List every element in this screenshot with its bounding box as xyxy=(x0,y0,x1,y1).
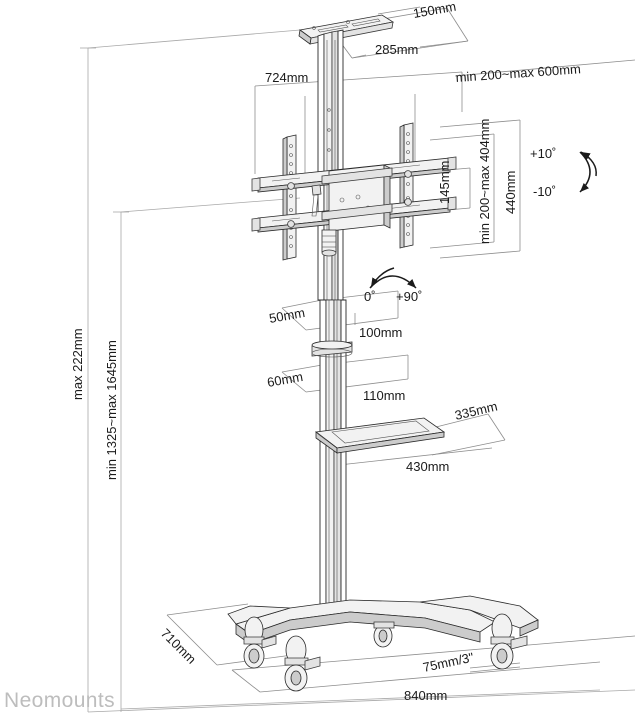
base-frame-with-casters xyxy=(227,595,539,692)
caster-wheel xyxy=(490,613,528,670)
label-upper-shelf-depth: 50mm xyxy=(268,305,306,326)
label-top-plate-depth: 150mm xyxy=(412,0,457,21)
label-vesa-width-range: min 200~max 600mm xyxy=(455,61,581,85)
label-column-top-height: 724mm xyxy=(265,70,308,85)
motion-indicators xyxy=(369,151,597,289)
swivel-arc-right xyxy=(369,275,417,289)
top-mount-plate xyxy=(298,14,395,45)
brand-watermark: Neomounts xyxy=(4,689,115,712)
label-rotate-end: +90˚ xyxy=(396,289,422,304)
caster-wheel xyxy=(373,621,395,648)
label-bracket-height: 440mm xyxy=(503,171,518,214)
av-equipment-shelf xyxy=(314,417,446,454)
product-illustration xyxy=(227,14,539,692)
label-rotate-start: 0˚ xyxy=(364,289,376,304)
swivel-arc-left xyxy=(370,267,395,288)
caster-wheel xyxy=(284,635,321,692)
column-height-collar xyxy=(311,340,353,358)
label-tilt-down: -10˚ xyxy=(533,184,556,199)
label-lower-shelf-depth: 60mm xyxy=(266,369,304,390)
label-top-plate-width: 285mm xyxy=(375,42,418,57)
label-overall-height-range: min 1325~max 1645mm xyxy=(104,340,119,480)
label-overall-depth: max 222mm xyxy=(70,328,85,400)
dimension-labels: 150mm 285mm 724mm min 200~max 600mm 145m… xyxy=(70,0,581,703)
label-av-shelf-depth: 335mm xyxy=(453,399,499,423)
tilt-arc-up xyxy=(580,151,597,177)
label-base-width: 840mm xyxy=(404,688,447,703)
label-bracket-rail-gap: 145mm xyxy=(437,161,452,204)
tv-mount-bracket-assembly xyxy=(251,122,457,261)
caster-wheel xyxy=(243,616,277,669)
label-tilt-up: +10˚ xyxy=(530,146,556,161)
label-lower-shelf-width: 110mm xyxy=(363,388,405,403)
label-vesa-height-range: min 200~max 404mm xyxy=(477,119,492,244)
label-base-depth: 710mm xyxy=(158,626,199,667)
upper-column xyxy=(317,29,344,301)
label-upper-shelf-width: 100mm xyxy=(359,325,402,340)
label-av-shelf-width: 430mm xyxy=(406,459,449,474)
